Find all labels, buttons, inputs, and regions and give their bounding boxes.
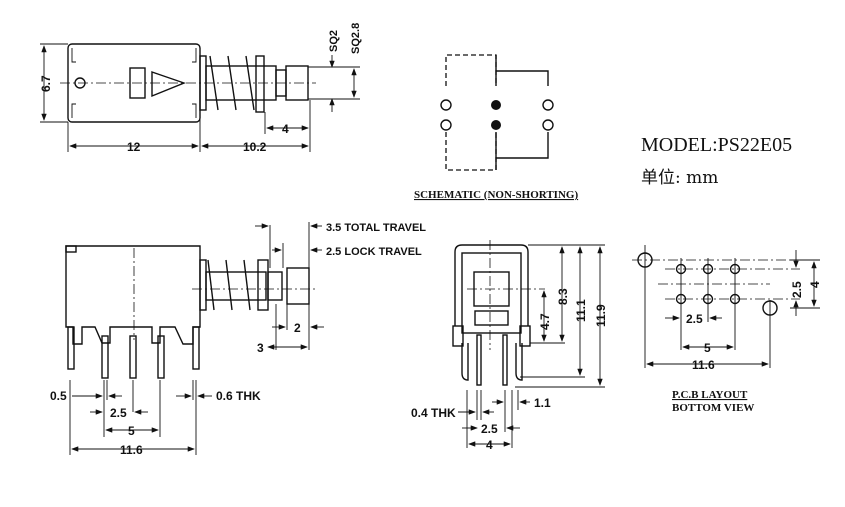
pin <box>67 326 75 370</box>
contact-open <box>440 119 452 131</box>
top-arrow <box>151 71 186 98</box>
contact-common <box>491 100 501 110</box>
dim-pitch-double: 5 <box>128 424 135 438</box>
schematic-label: SCHEMATIC (NON-SHORTING) <box>414 189 578 201</box>
contact-common <box>491 120 501 130</box>
dim-h3: 11.1 <box>574 299 588 322</box>
dim-stem-length: 10.2 <box>243 140 267 154</box>
dim-mount-offset: 4 <box>808 281 822 288</box>
pin <box>101 335 109 379</box>
schematic: SCHEMATIC (NON-SHORTING) <box>414 54 578 201</box>
dim-h4: 11.9 <box>594 304 608 327</box>
pin <box>157 335 165 379</box>
dim-pitch: 2.5 <box>110 406 127 420</box>
pcb-label-line2: BOTTOM VIEW <box>672 402 754 414</box>
unit-label: 单位: mm <box>641 168 718 188</box>
dim-sq-inner: SQ2 <box>328 30 340 52</box>
pin <box>129 335 137 379</box>
pcb-label-line1: P.C.B LAYOUT <box>672 389 748 401</box>
dim-row-spacing: 2.5 <box>790 281 804 298</box>
dim-pcb-pitch-double: 5 <box>704 341 711 355</box>
dim-pcb-pitch: 2.5 <box>686 312 703 326</box>
contact-open <box>542 119 554 131</box>
model-title: MODEL:PS22E05 <box>641 134 792 156</box>
contact-open <box>440 99 452 111</box>
pcb-layout: 2.5 4 2.5 5 11.6 P.C.B LAYOUT BOTTOM VIE… <box>632 245 822 414</box>
dim-h1: 4.7 <box>538 313 552 330</box>
front-view: 4.7 8.3 11.1 11.9 1.1 0.4 THK 2.5 4 <box>411 240 608 452</box>
lock-travel-label: 2.5 LOCK TRAVEL <box>326 246 422 258</box>
dim-height: 6.7 <box>39 75 53 92</box>
dim-pin-thk: 0.6 THK <box>216 389 261 403</box>
side-view: 3.5 TOTAL TRAVEL 2.5 LOCK TRAVEL 2 3 0.5… <box>50 222 426 457</box>
dim-overall: 11.6 <box>120 443 143 457</box>
dim-h2: 8.3 <box>556 288 570 305</box>
front-pin <box>476 334 482 386</box>
contact-open <box>542 99 554 111</box>
front-pin <box>502 334 508 386</box>
dim-front-width: 4 <box>486 438 493 452</box>
dim-cap-2: 2 <box>294 321 301 335</box>
top-view: 6.7 12 10.2 4 SQ2 SQ2.8 <box>39 23 362 154</box>
pin <box>192 326 200 370</box>
dim-cap-length: 4 <box>282 122 289 136</box>
side-cap <box>286 267 310 305</box>
dim-body-length: 12 <box>127 140 141 154</box>
dim-pin-width: 0.5 <box>50 389 67 403</box>
dim-thk: 0.4 THK <box>411 406 456 420</box>
total-travel-label: 3.5 TOTAL TRAVEL <box>326 222 426 234</box>
dim-pcb-overall: 11.6 <box>692 358 715 372</box>
dim-sq-outer: SQ2.8 <box>350 23 362 54</box>
dim-gap: 1.1 <box>534 396 551 410</box>
dim-front-pitch: 2.5 <box>481 422 498 436</box>
dim-cap-3: 3 <box>257 341 264 355</box>
